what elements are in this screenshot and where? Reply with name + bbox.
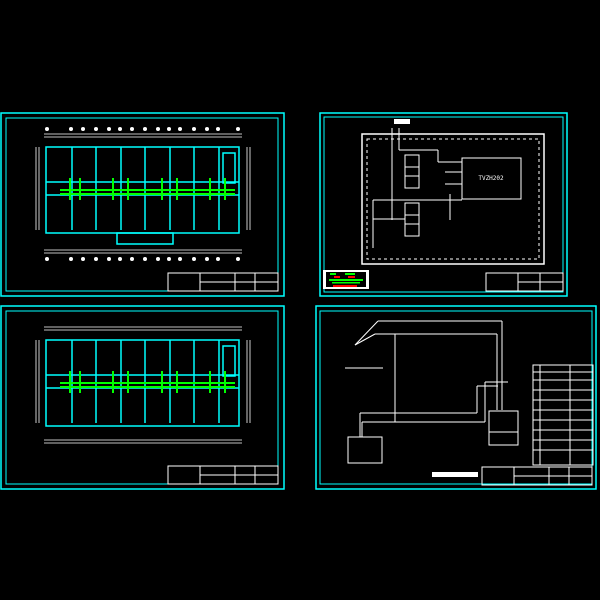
- sheet-inner-frame: [319, 310, 593, 485]
- title-block: [485, 272, 564, 292]
- sheet-inner-frame: [5, 117, 279, 292]
- sheet-system-diagram: [315, 305, 597, 490]
- sheet-outer-frame: [0, 112, 285, 297]
- drawing-caption: [432, 472, 478, 477]
- sheet-inner-frame: [5, 310, 279, 485]
- sheet-floor-plan-2: [0, 305, 285, 490]
- materials-table: [532, 364, 594, 466]
- pipe-network: [60, 178, 235, 200]
- sheet-equipment-room: TVZH202: [319, 112, 568, 297]
- room-wall-outer: [361, 133, 545, 265]
- equipment-box: [461, 157, 522, 200]
- axis-markers: [45, 127, 240, 261]
- equipment-label: TVZH202: [478, 175, 504, 182]
- room-title: [394, 119, 410, 124]
- dimension-lines: [35, 326, 251, 444]
- sheet-floor-plan-1: [0, 112, 285, 297]
- sheet-inner-frame: [323, 116, 564, 293]
- room-wall-hatch: [366, 138, 540, 260]
- title-block: [481, 466, 593, 486]
- sheet-outer-frame: [315, 305, 597, 490]
- title-block: [167, 465, 279, 485]
- sheet-outer-frame: [0, 305, 285, 490]
- piping-lines: [345, 320, 519, 464]
- sheet-outer-frame: [319, 112, 568, 297]
- legend-box: [323, 270, 369, 289]
- piping-lines: [372, 128, 462, 248]
- title-block: [167, 272, 279, 292]
- dimension-lines: [35, 133, 251, 254]
- pipe-network: [60, 371, 235, 393]
